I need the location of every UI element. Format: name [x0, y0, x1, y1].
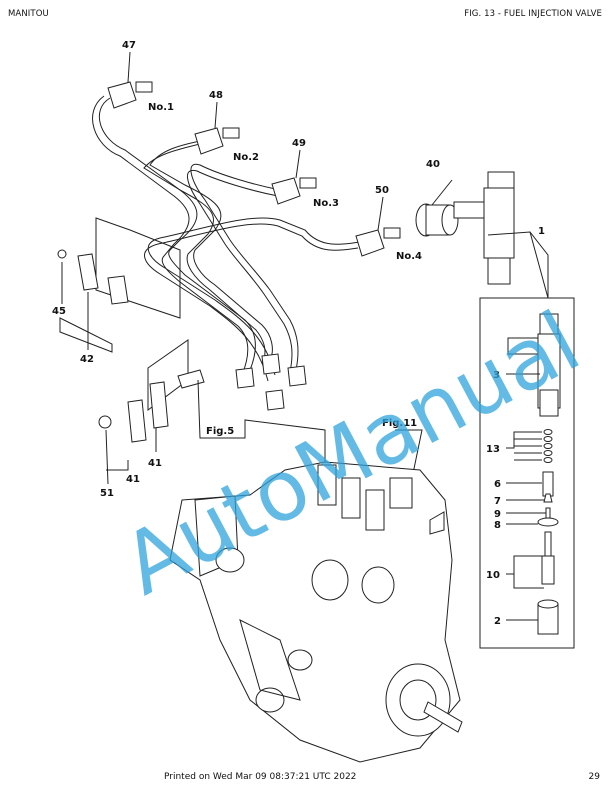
fig5-reference-line	[197, 379, 326, 462]
callout-48: 48	[209, 90, 223, 101]
seal-40	[415, 203, 459, 237]
leader-50	[377, 196, 384, 231]
injection-pipe-bundle	[92, 95, 361, 382]
callout-41-left: 41	[126, 474, 140, 485]
callout-13: 13	[486, 444, 500, 455]
leader-13	[506, 431, 542, 461]
plate-8	[537, 517, 559, 527]
injection-nozzle-3	[507, 313, 561, 417]
clamp-frame-42	[95, 217, 181, 319]
callout-49: 49	[292, 138, 306, 149]
callout-51: 51	[100, 488, 114, 499]
leader-10	[506, 555, 544, 589]
pipe-nut-48	[194, 127, 240, 155]
clamp-plate-41a	[127, 399, 147, 443]
pin-9	[545, 507, 551, 519]
pipe-label-no1: No.1	[148, 102, 174, 113]
fig11-reference-line	[395, 429, 423, 489]
pipe-label-no2: No.2	[233, 152, 259, 163]
shim-stack-13	[543, 429, 553, 463]
callout-7: 7	[494, 496, 501, 507]
callout-47: 47	[122, 40, 136, 51]
pipe-lower-ends	[235, 353, 307, 411]
leader-49	[295, 149, 301, 179]
header-figure-title: FIG. 13 - FUEL INJECTION VALVE	[464, 9, 602, 19]
clamp-bracket-42	[59, 317, 113, 353]
pipe-nut-50	[355, 227, 401, 257]
header-brand: MANITOU	[8, 9, 49, 19]
callout-2: 2	[494, 616, 501, 627]
leader-51	[105, 429, 109, 485]
fuel-injection-pump	[169, 461, 463, 763]
pipe-nut-47	[107, 81, 153, 109]
callout-50: 50	[375, 185, 389, 196]
callout-41-right: 41	[148, 458, 162, 469]
callout-45: 45	[52, 306, 66, 317]
leader-1	[487, 231, 549, 299]
callout-10: 10	[486, 570, 500, 581]
pipe-label-no3: No.3	[313, 198, 339, 209]
callout-8: 8	[494, 520, 501, 531]
pipe-nut-49	[271, 177, 317, 205]
pipe-label-no4: No.4	[396, 251, 422, 262]
nozzle-holder-top	[453, 171, 515, 285]
retaining-nut-2	[537, 599, 559, 635]
nut-51	[98, 415, 112, 429]
callout-40: 40	[426, 159, 440, 170]
nozzle-needle-10	[541, 531, 555, 585]
reference-fig5: Fig.5	[206, 426, 234, 437]
bolt-45	[57, 249, 67, 259]
clamp-block	[107, 275, 129, 305]
footer-page-number: 29	[588, 772, 600, 782]
exploded-view-frame	[479, 297, 575, 649]
callout-3: 3	[493, 370, 500, 381]
leader-47	[127, 51, 131, 83]
clamp-plate-41b	[149, 381, 169, 429]
callout-1: 1	[538, 226, 545, 237]
seat-7	[543, 493, 553, 503]
callout-6: 6	[494, 479, 501, 490]
footer-printed-date: Printed on Wed Mar 09 08:37:21 UTC 2022	[164, 772, 357, 782]
callout-9: 9	[494, 509, 501, 520]
leader-40	[431, 179, 453, 206]
leader-48	[214, 101, 218, 129]
spring-6	[542, 471, 554, 497]
clamp-plate	[77, 253, 99, 291]
stud-bolt	[177, 369, 205, 389]
leader-41	[106, 460, 129, 471]
callout-42: 42	[80, 354, 94, 365]
reference-fig11: Fig.11	[382, 418, 417, 429]
